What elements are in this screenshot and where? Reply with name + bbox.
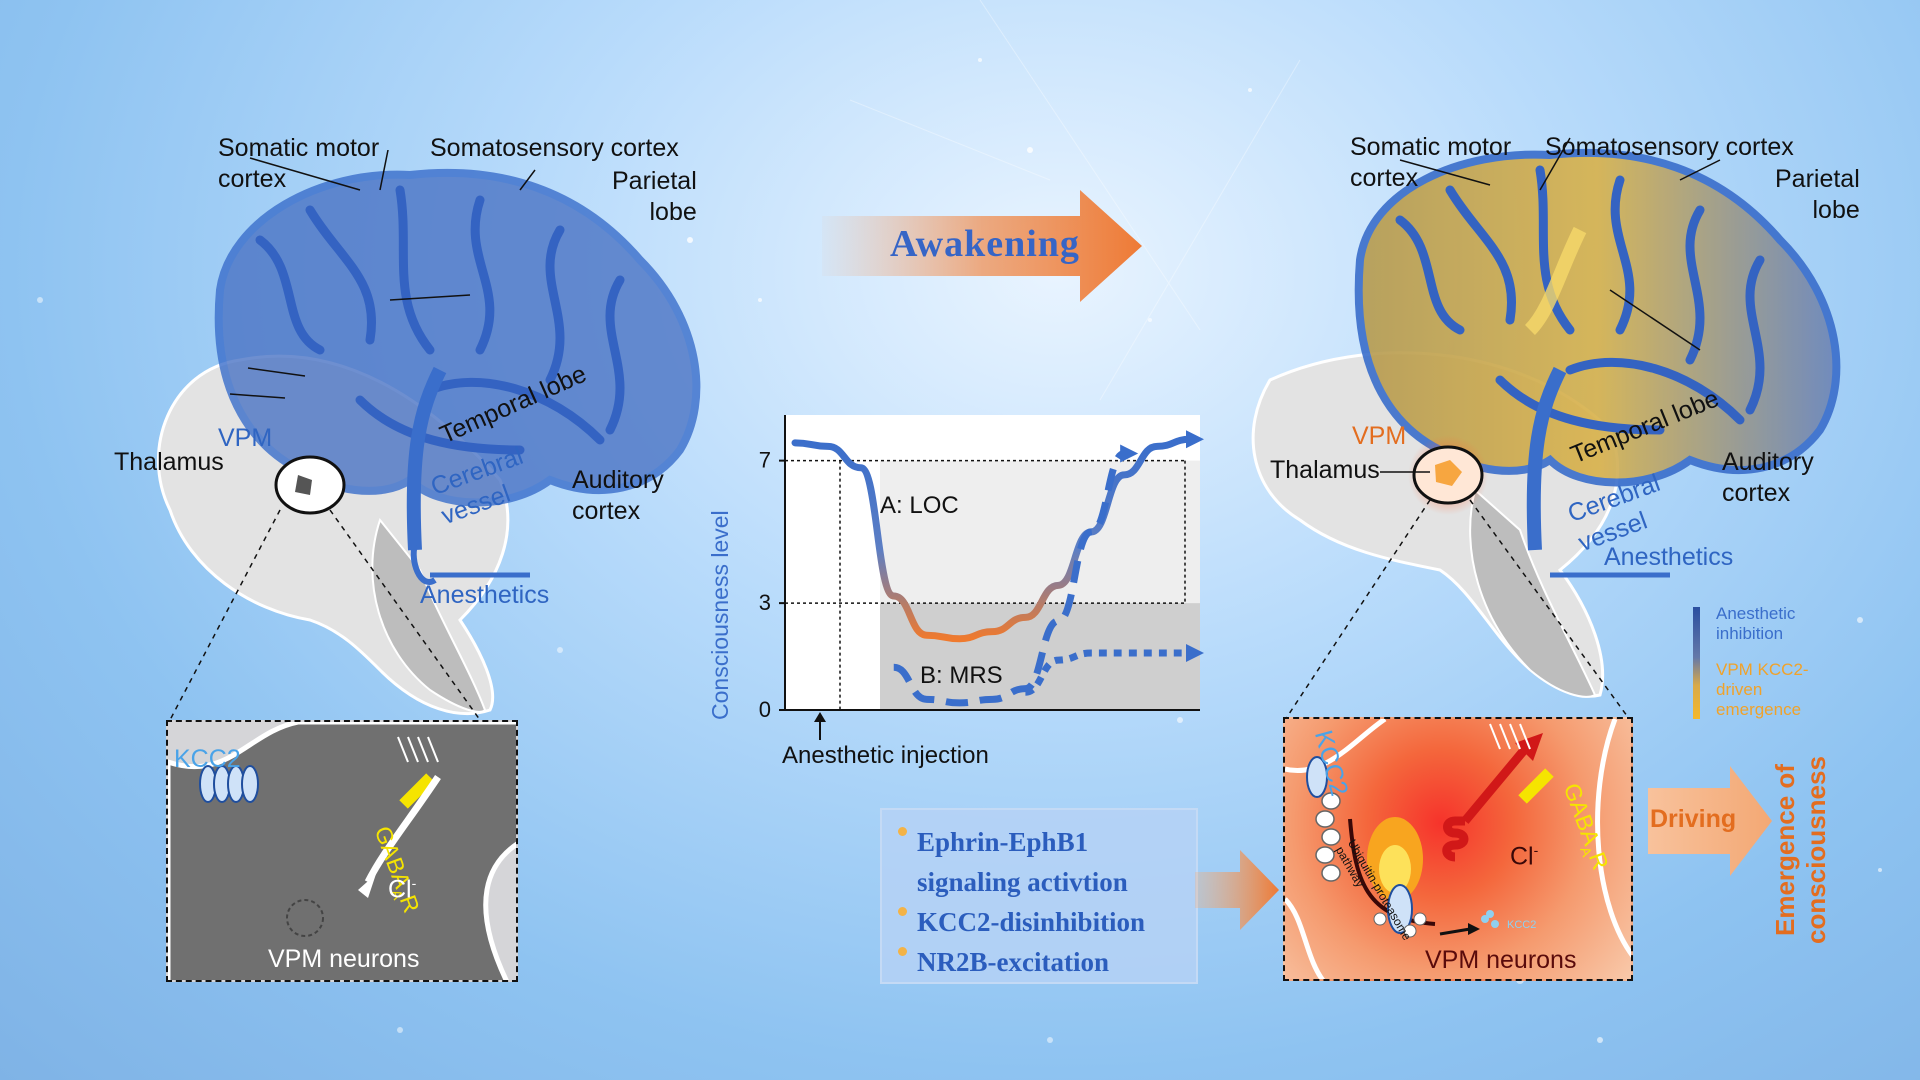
right-neuron-membrane — [1285, 719, 1631, 979]
chart-ytick-label-0: 0 — [759, 697, 771, 722]
driving-label: Driving — [1650, 805, 1737, 833]
right-brain-diagram — [1251, 137, 1841, 721]
awakening-label: Awakening — [890, 223, 1080, 265]
chart-series-arrowhead-solid — [1186, 430, 1204, 449]
right-gaba-receptor — [1518, 768, 1554, 804]
left-anesthetics-label: Anesthetics — [420, 581, 550, 609]
left-thalamus-label: Thalamus — [114, 448, 224, 476]
consciousness-chart: 7 3 0 — [759, 415, 1204, 740]
anesthetics-arrow — [410, 544, 437, 585]
bullet-dot-icon — [898, 907, 907, 917]
chart-loc-region — [880, 460, 1200, 604]
right-auditory-label: Auditory cortex — [1722, 448, 1814, 507]
left-cl-label: Cl- — [388, 875, 417, 904]
right-anesthetics-label: Anesthetics — [1604, 543, 1734, 571]
left-neuron-inset: KCC2 GABAAR Cl- VPM neurons — [166, 720, 518, 982]
left-somatic-motor-label: Somatic motor cortex — [218, 134, 380, 193]
right-kcc2-small-label: KCC2 — [1507, 919, 1537, 931]
left-vpm-neurons-label: VPM neurons — [268, 945, 420, 973]
bullet-dot-icon — [898, 827, 907, 837]
chart-y-axis-label: Consciousness level — [707, 510, 733, 720]
chart-series-solid — [791, 435, 1194, 643]
right-neuron-inset: KCC2 GABAAR Cl- Ubiquitin-proteasome pat… — [1283, 717, 1633, 981]
chart-ytick-label-7: 7 — [759, 448, 771, 473]
chart-annotation-a: A: LOC — [880, 492, 959, 519]
mechanism-arrow — [1195, 850, 1279, 930]
mechanism-2: KCC2-disinhibition — [898, 902, 1196, 942]
right-cl-label: Cl- — [1510, 842, 1539, 871]
driving-arrow — [1648, 766, 1772, 876]
right-thalamus-label: Thalamus — [1270, 456, 1380, 484]
chart-injection-label: Anesthetic injection — [782, 742, 989, 769]
left-vpm-label: VPM — [218, 424, 273, 452]
left-gaba-receptor — [399, 773, 435, 809]
chart-series-arrowhead-dotted — [1186, 644, 1204, 662]
right-somatic-motor-label: Somatic motor cortex — [1350, 133, 1512, 192]
chart-series-dashed — [893, 450, 1126, 707]
left-neuron-membrane — [168, 722, 516, 980]
mechanism-1-cont: signaling activtion — [917, 867, 1128, 897]
chart-ytick-label-3: 3 — [759, 590, 771, 615]
right-vpm-neurons-label: VPM neurons — [1425, 946, 1577, 974]
right-vpm-label: VPM — [1352, 422, 1407, 450]
spinal-cord — [371, 517, 487, 713]
chart-injection-arrowhead — [814, 712, 826, 722]
left-auditory-label: Auditory cortex — [572, 466, 664, 525]
mechanisms-box: Ephrin-EphB1 signaling activtion KCC2-di… — [880, 808, 1198, 984]
bullet-dot-icon — [898, 947, 907, 957]
legend-inhibition: Anesthetic inhibition — [1716, 604, 1796, 643]
left-somatosensory-label: Somatosensory cortex — [430, 134, 679, 162]
right-somatosensory-label: Somatosensory cortex — [1545, 133, 1794, 161]
left-parietal-label: Parietal lobe — [612, 167, 697, 226]
cerebral-vessel — [406, 366, 447, 551]
awakening-arrow — [822, 190, 1142, 302]
chart-annotation-b: B: MRS — [920, 662, 1003, 689]
legend-colorbar — [1693, 607, 1700, 719]
cerebral-vessel — [1526, 366, 1567, 551]
mechanism-3: NR2B-excitation — [898, 942, 1196, 982]
mechanism-1: Ephrin-EphB1 — [898, 822, 1196, 862]
chart-series-dotted — [1024, 649, 1190, 696]
right-parietal-label: Parietal lobe — [1775, 165, 1860, 224]
legend-emergence: VPM KCC2- driven emergence — [1716, 660, 1809, 719]
chart-series-arrowhead-dashed — [1120, 444, 1139, 463]
proteasome-icon — [1387, 884, 1413, 934]
left-kcc2-label: KCC2 — [174, 745, 241, 773]
spinal-cord — [1469, 488, 1597, 698]
emergence-label: Emergence of consciousness — [1770, 756, 1831, 944]
left-brain-diagram — [156, 150, 701, 721]
